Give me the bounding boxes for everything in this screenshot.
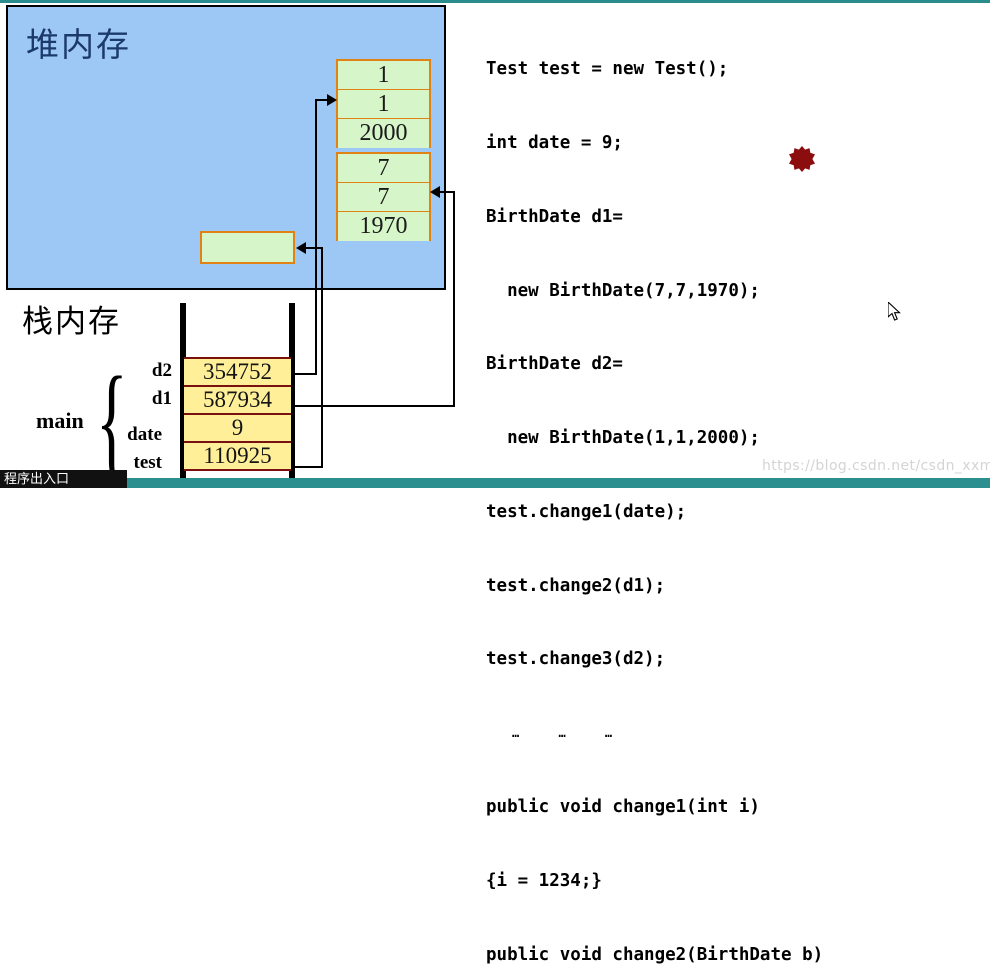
heap-object-d2: 1 1 2000 xyxy=(336,59,431,148)
code-line-6: new BirthDate(1,1,2000); xyxy=(486,428,760,449)
code-line-7: test.change1(date); xyxy=(486,501,687,522)
code-line-12: {i = 1234;} xyxy=(486,870,602,891)
wire-d2-seg-horizontal-out xyxy=(295,373,317,375)
bottom-black-banner xyxy=(0,470,127,488)
wire-test-arrowhead xyxy=(296,242,306,254)
wire-test-seg-horizontal-in xyxy=(306,247,323,249)
code-line-5: BirthDate d2= xyxy=(486,354,623,375)
code-line-3: BirthDate d1= xyxy=(486,206,623,227)
heap-object-d1-cell-month: 7 xyxy=(338,183,429,212)
code-line-1: Test test = new Test(); xyxy=(486,59,729,80)
wire-d2-seg-vertical xyxy=(315,99,317,375)
heap-object-d2-cell-year: 2000 xyxy=(338,119,429,148)
wire-d2-arrowhead xyxy=(327,94,337,106)
code-line-8: test.change2(d1); xyxy=(486,575,666,596)
code-line-13: public void change2(BirthDate b) xyxy=(486,944,824,965)
wire-d1-seg-vertical xyxy=(453,191,455,407)
watermark-url: https://blog.csdn.net/csdn_xxm xyxy=(762,458,990,474)
wire-d1-seg-horizontal-in xyxy=(440,191,455,193)
heap-object-d1-cell-year: 1970 xyxy=(338,212,429,241)
code-line-11: public void change1(int i) xyxy=(486,797,760,817)
bottom-accent-rule xyxy=(0,478,990,488)
heap-memory-title: 堆内存 xyxy=(26,25,131,64)
stack-wall-right xyxy=(289,303,295,485)
wire-d1-seg-horizontal-out xyxy=(295,405,455,407)
stack-wall-left xyxy=(180,303,186,485)
wire-d1-arrowhead xyxy=(430,186,440,198)
code-line-9: test.change3(d2); xyxy=(486,649,666,670)
wire-test-seg-vertical xyxy=(321,247,323,468)
heap-object-d1: 7 7 1970 xyxy=(336,152,431,241)
stack-row-value-test: 110925 xyxy=(184,441,291,471)
heap-object-d2-cell-month: 1 xyxy=(338,90,429,119)
wire-d2-seg-horizontal-in xyxy=(315,99,335,101)
heap-object-d1-cell-day: 7 xyxy=(338,154,429,183)
java-code-listing: Test test = new Test(); int date = 9; Bi… xyxy=(486,8,986,964)
stack-row-label-d1: d1 xyxy=(151,388,172,409)
wire-test-seg-horizontal-out xyxy=(295,466,323,468)
heap-object-test-instance xyxy=(200,231,295,264)
top-accent-rule xyxy=(0,0,990,3)
stack-frame-label: main xyxy=(36,408,84,433)
stack-row-value-d2: 354752 xyxy=(184,357,291,385)
stack-row-label-test: test xyxy=(133,452,162,473)
code-line-ellipsis: … … … xyxy=(512,726,629,741)
stack-row-label-d2: d2 xyxy=(151,360,172,381)
mouse-cursor-icon xyxy=(888,302,901,321)
code-line-2: int date = 9; xyxy=(486,132,623,153)
stack-row-value-d1: 587934 xyxy=(184,385,291,413)
stack-frame-brace: { xyxy=(96,350,128,491)
bottom-banner-label: 程序出入口 xyxy=(4,472,70,487)
code-line-4: new BirthDate(7,7,1970); xyxy=(486,280,760,301)
stack-row-value-date: 9 xyxy=(184,413,291,441)
stack-memory-title: 栈内存 xyxy=(22,304,121,340)
heap-object-d2-cell-day: 1 xyxy=(338,61,429,90)
stack-row-label-date: date xyxy=(127,424,162,445)
